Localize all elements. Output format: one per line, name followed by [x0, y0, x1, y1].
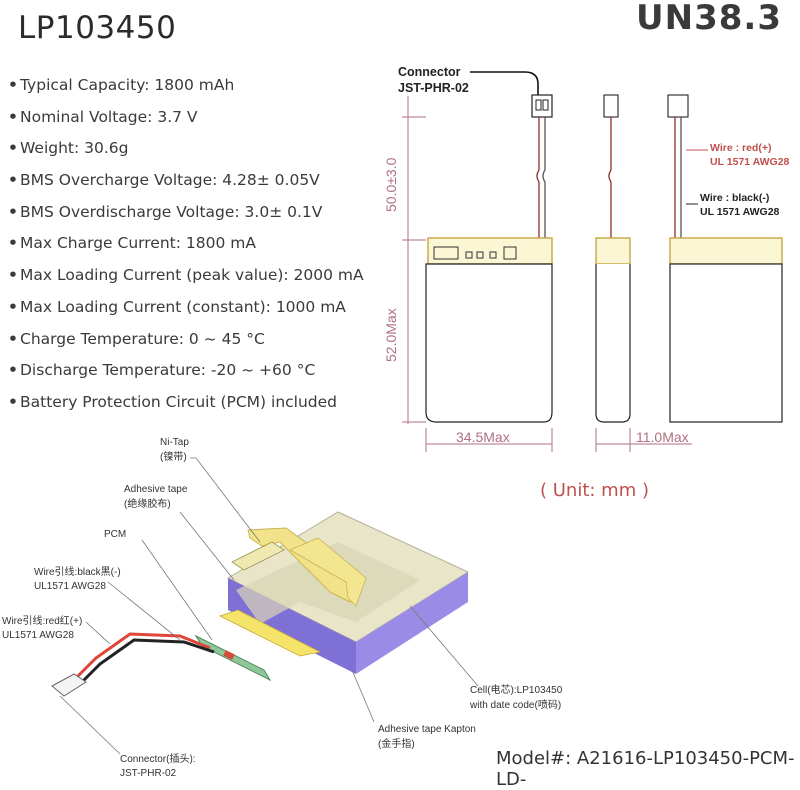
product-title: LP103450 [18, 10, 177, 46]
kapton-label: Adhesive tape Kapton [378, 724, 476, 735]
bullet-icon: • [8, 171, 18, 190]
bullet-icon: • [8, 297, 18, 316]
side-view [595, 94, 631, 423]
spec-item: •Battery Protection Circuit (PCM) includ… [8, 389, 364, 421]
spec-list: •Typical Capacity: 1800 mAh •Nominal Vol… [8, 72, 364, 421]
black-wire [76, 638, 215, 688]
red-wire-spec: UL1571 AWG28 [2, 630, 74, 641]
connector-plug [51, 673, 87, 697]
cell-right-face [356, 572, 468, 674]
bullet-icon: • [8, 329, 18, 348]
lead-length-dimension: 50.0±3.0 [383, 157, 399, 212]
cell-label: Cell(电芯):LP103450 [470, 683, 563, 696]
wire-red-spec: UL 1571 AWG28 [710, 156, 790, 168]
connector-model-label: JST-PHR-02 [398, 81, 469, 95]
spec-item: •Max Loading Current (peak value): 2000 … [8, 262, 364, 294]
bullet-icon: • [8, 107, 18, 126]
front-view [425, 94, 553, 423]
connector-label: Connector [398, 65, 461, 79]
adhesive-tape-label-cn: (绝缘胶布) [124, 497, 171, 510]
adhesive-tape-label: Adhesive tape [124, 484, 188, 495]
bullet-icon: • [8, 76, 18, 94]
bullet-icon: • [8, 234, 18, 253]
spec-item: •Typical Capacity: 1800 mAh [8, 72, 364, 104]
black-wire-spec: UL1571 AWG28 [34, 581, 106, 592]
bullet-icon: • [8, 361, 18, 380]
spec-item: •BMS Overcharge Voltage: 4.28± 0.05V [8, 167, 364, 199]
height-dimensions [402, 96, 426, 424]
spec-item: •Nominal Voltage: 3.7 V [8, 104, 364, 136]
kapton-label-cn: (金手指) [378, 737, 415, 750]
wire-red-label: Wire : red(+) [710, 142, 771, 154]
cell-date-code-label: with date code(喷码) [469, 699, 561, 711]
model-number: Model#: A21616-LP103450-PCM-LD- [496, 748, 795, 790]
spec-item: •Max Charge Current: 1800 mA [8, 230, 364, 262]
spec-item: •BMS Overdischarge Voltage: 3.0± 0.1V [8, 199, 364, 231]
red-wire [72, 632, 211, 682]
width-dimension: 34.5Max [456, 429, 510, 445]
bullet-icon: • [8, 266, 18, 285]
connector-plug-label: Connector(插头): [120, 752, 196, 765]
ni-tap [231, 541, 285, 571]
thickness-dimension: 11.0Max [636, 429, 689, 445]
connector-leader-line [470, 71, 539, 95]
bullet-icon: • [8, 392, 18, 411]
spec-item: •Discharge Temperature: -20 ~ +60 °C [8, 357, 364, 389]
height-dimension: 52.0Max [383, 308, 399, 362]
wire-black-label: Wire : black(-) [700, 192, 769, 204]
kapton-tape [218, 609, 322, 657]
red-wire-label: Wire引线:red红(+) [2, 614, 82, 627]
pcm-strip [427, 237, 553, 265]
spec-item: •Charge Temperature: 0 ~ 45 °C [8, 326, 364, 358]
ni-tap-label-cn: (镍带) [160, 450, 187, 463]
bullet-icon: • [8, 202, 18, 221]
black-wire-label: Wire引线:black黑(-) [34, 565, 121, 578]
exploded-view: Ni-Tap (镍带) Adhesive tape (绝缘胶布) PCM Wir… [2, 437, 563, 779]
cell-front-outline [425, 263, 553, 423]
ni-tap-label: Ni-Tap [160, 437, 189, 448]
spec-item: •Max Loading Current (constant): 1000 mA [8, 294, 364, 326]
pcm-label: PCM [104, 529, 126, 540]
connector-body [531, 94, 553, 118]
back-view [667, 94, 783, 423]
width-dimensions [425, 428, 692, 452]
unit-note: ( Unit: mm ) [540, 480, 649, 501]
bullet-icon: • [8, 139, 18, 158]
certification-badge: UN38.3 [636, 0, 782, 38]
spec-item: •Weight: 30.6g [8, 135, 364, 167]
connector-plug-model: JST-PHR-02 [120, 768, 177, 779]
wire-black-spec: UL 1571 AWG28 [700, 206, 780, 218]
